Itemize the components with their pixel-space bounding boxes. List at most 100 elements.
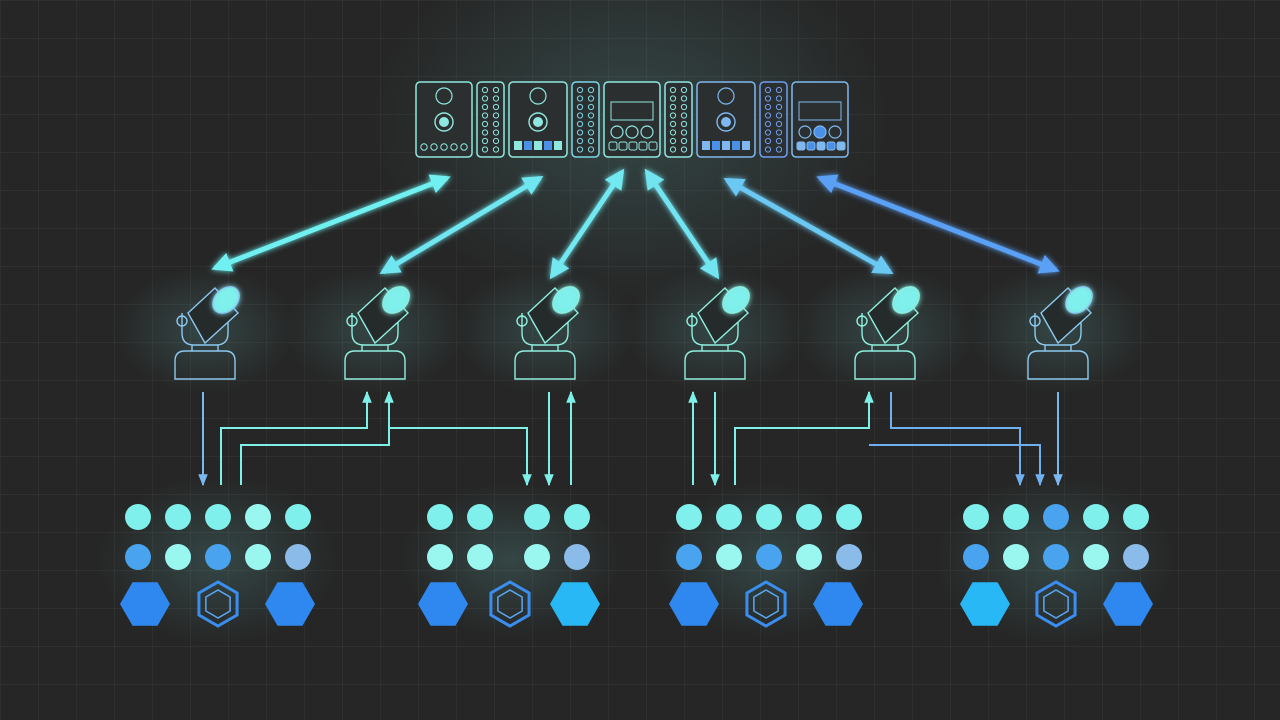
fixture-yoke <box>181 313 229 351</box>
knob-icon <box>828 125 842 139</box>
status-dot <box>125 544 151 570</box>
knob-cap <box>439 117 449 127</box>
jack-icon <box>764 129 772 136</box>
jack-icon <box>587 137 595 145</box>
jack-icon <box>764 137 772 145</box>
fixture-lens <box>722 286 750 314</box>
jack-icon <box>587 129 595 136</box>
signal-wire <box>240 390 394 485</box>
controller-module-knob-module <box>696 81 756 158</box>
bidirectional-arrow <box>549 168 625 280</box>
status-dot <box>427 544 453 570</box>
button-icon <box>806 141 816 151</box>
button-icon <box>732 141 740 150</box>
hex-outline-inner <box>1043 589 1069 619</box>
status-dot <box>1083 544 1109 570</box>
button-icon <box>430 143 438 151</box>
jack-icon <box>576 112 584 119</box>
button-icon <box>826 141 836 151</box>
fixture-group-1 <box>120 504 315 628</box>
jack-icon <box>669 95 677 102</box>
jack-icon <box>587 146 595 153</box>
jack-icon <box>775 137 783 145</box>
jack-icon <box>680 129 688 136</box>
knob-icon <box>529 87 547 105</box>
knob-cap <box>721 117 731 127</box>
jack-icon <box>764 95 772 102</box>
moving-head-light-icon <box>854 286 920 380</box>
jack-icon <box>587 112 595 119</box>
status-dot <box>467 504 493 530</box>
moving-head-light-icon <box>174 286 240 380</box>
hex-cell <box>550 582 600 626</box>
button-icon <box>534 141 542 150</box>
jack-icon <box>680 103 688 111</box>
status-dot <box>165 504 191 530</box>
signal-wire <box>220 390 372 485</box>
fixture-yoke <box>1034 313 1082 351</box>
status-dot <box>285 504 311 530</box>
controller-module-display-module <box>791 81 849 158</box>
fixture-yoke <box>691 313 739 351</box>
fixture-lens <box>552 286 580 314</box>
status-dot <box>796 504 822 530</box>
knob-icon <box>798 125 812 139</box>
button-icon <box>796 141 806 151</box>
fixture-pivot <box>686 315 698 327</box>
status-dot <box>125 504 151 530</box>
hex-cell <box>813 582 863 626</box>
jack-icon <box>492 86 500 94</box>
jack-icon <box>669 120 677 128</box>
controller-module-jack-strip <box>476 81 505 158</box>
fixture-lens <box>212 286 240 314</box>
fixture-yoke <box>861 313 909 351</box>
fixture-group-2 <box>418 504 600 628</box>
jack-icon <box>669 146 677 153</box>
button-icon <box>836 141 846 151</box>
moving-head-light-icon <box>684 286 750 380</box>
jack-icon <box>576 146 584 153</box>
fixture-base <box>174 350 236 380</box>
hex-cell <box>669 582 719 626</box>
hex-outline-icon <box>1035 580 1077 628</box>
signal-wire <box>734 390 874 485</box>
knob-icon <box>717 87 735 105</box>
status-dot <box>1123 504 1149 530</box>
controller-module-display-module <box>603 81 661 158</box>
hex-outline-inner <box>205 589 231 619</box>
jack-icon <box>669 137 677 145</box>
jack-icon <box>492 129 500 136</box>
hex-outline-inner <box>497 589 523 619</box>
jack-icon <box>775 146 783 153</box>
jack-icon <box>775 129 783 136</box>
jack-icon <box>587 86 595 94</box>
fixture-yoke <box>521 313 569 351</box>
button-icon <box>628 141 638 151</box>
knob-icon <box>640 125 654 139</box>
status-dot <box>963 544 989 570</box>
controller-module-jack-strip <box>571 81 600 158</box>
hex-cell <box>960 582 1010 626</box>
fixture-pivot <box>516 315 528 327</box>
bidirectional-arrow <box>816 174 1060 274</box>
hex-outline-icon <box>197 580 239 628</box>
fixture-base <box>514 350 576 380</box>
button-icon <box>440 143 448 151</box>
button-icon <box>554 141 562 150</box>
knob-icon <box>435 87 453 105</box>
status-dot <box>245 544 271 570</box>
status-dot <box>756 504 782 530</box>
signal-wire <box>389 427 532 487</box>
button-icon <box>702 141 710 150</box>
jack-icon <box>764 146 772 153</box>
controller-module-jack-strip <box>664 81 693 158</box>
status-dot <box>564 504 590 530</box>
jack-icon <box>576 120 584 128</box>
button-icon <box>514 141 522 150</box>
jack-icon <box>669 129 677 136</box>
status-dot <box>1043 504 1069 530</box>
status-dot <box>165 544 191 570</box>
hex-cell <box>265 582 315 626</box>
